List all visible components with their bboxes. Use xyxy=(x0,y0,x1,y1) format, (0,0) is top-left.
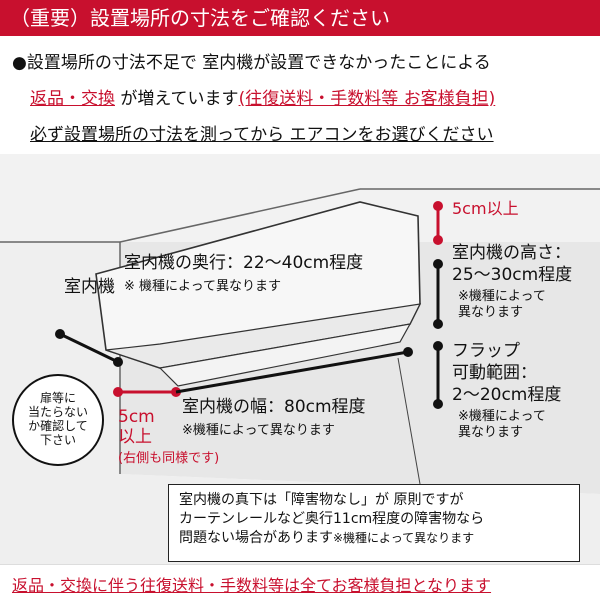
obstacle-note-box: 室内機の真下は「障害物なし」が 原則ですが カーテンレールなど奥行11cm程度の… xyxy=(168,484,580,562)
ac-unit-bottom xyxy=(105,303,422,369)
height-note-1: ※機種によって xyxy=(458,289,546,304)
height-top-clearance: 5cm以上 xyxy=(452,199,519,218)
obstacle-note-line-3-small: ※機種によって異なります xyxy=(333,530,475,545)
height-value: 25～30cm程度 xyxy=(452,265,573,285)
page-header: （重要）設置場所の寸法をご確認ください xyxy=(0,0,600,36)
door-check-badge: 扉等に 当たらない か確認して 下さい xyxy=(12,374,104,466)
door-check-badge-text: 扉等に 当たらない か確認して 下さい xyxy=(27,391,88,447)
returns-exchange-text: 返品・交換 xyxy=(30,89,115,109)
footer-text: 返品・交換に伴う往復送料・手数料等は全てお客様負担となります xyxy=(12,576,492,595)
intro-line-2-middle: が増えています xyxy=(115,89,239,109)
flap-note-1: ※機種によって xyxy=(458,409,546,424)
intro-line-3: 必ず設置場所の寸法を測ってから エアコンをお選びください xyxy=(30,125,494,145)
page-title: （重要）設置場所の寸法をご確認ください xyxy=(10,6,390,30)
intro-notes: ●設置場所の寸法不足で 室内機が設置できなかったことによる 返品・交換 が増えて… xyxy=(0,36,600,154)
footer-banner: 返品・交換に伴う往復送料・手数料等は全てお客様負担となります xyxy=(0,564,600,600)
width-title: 室内機の幅：80cm程度 xyxy=(182,397,366,417)
wall-left xyxy=(0,242,600,564)
flap-note-2: 異なります xyxy=(458,425,524,440)
ceiling xyxy=(0,154,600,242)
depth-note: ※ 機種によって異なります xyxy=(124,279,281,294)
left-gap-unit: 以上 xyxy=(118,427,152,447)
installation-diagram: 室内機の奥行：22～40cm程度 ※ 機種によって異なります 室内機 5cm以上… xyxy=(0,154,600,564)
flap-sub: 可動範囲： xyxy=(452,363,537,383)
width-note: ※機種によって異なります xyxy=(182,423,335,438)
flap-title: フラップ xyxy=(452,341,520,361)
left-gap-note: (右側も同様です) xyxy=(118,451,220,466)
ac-flap xyxy=(158,323,412,387)
depth-prefix: 室内機 xyxy=(64,277,115,297)
intro-line-2: 返品・交換 が増えています(往復送料・手数料等 お客様負担) xyxy=(30,84,495,109)
depth-title: 室内機の奥行：22～40cm程度 xyxy=(124,253,364,273)
left-gap-value: 5cm xyxy=(118,407,155,427)
intro-line-1: ●設置場所の寸法不足で 室内機が設置できなかったことによる xyxy=(12,53,491,73)
flap-value: 2～20cm程度 xyxy=(452,385,562,405)
obstacle-note-line-3: 問題ない場合があります※機種によって異なります xyxy=(179,529,569,548)
height-note-2: 異なります xyxy=(458,305,524,320)
customer-pays-text: (往復送料・手数料等 お客様負担) xyxy=(238,89,496,109)
obstacle-note-line-1: 室内機の真下は「障害物なし」が 原則ですが xyxy=(179,492,464,508)
height-title: 室内機の高さ： xyxy=(452,243,571,263)
obstacle-note-line-2: カーテンレールなど奥行11cm程度の障害物なら xyxy=(179,510,485,527)
diagram-illustration xyxy=(0,154,600,564)
obstacle-note-line-3-main: 問題ない場合があります xyxy=(179,529,333,546)
